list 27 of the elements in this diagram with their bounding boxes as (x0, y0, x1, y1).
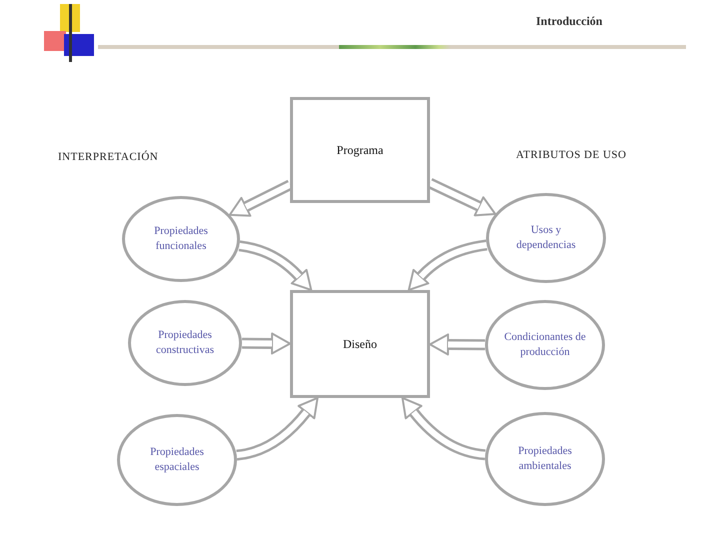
block-arrow (242, 332, 291, 354)
ellipse-node (122, 196, 240, 282)
block-arrow (407, 240, 488, 291)
ellipse-node (128, 300, 242, 386)
node-label: Propiedades funcionales (153, 224, 209, 254)
node-label: Propiedades espaciales (149, 445, 205, 475)
node-label: Propiedades constructivas (154, 328, 216, 358)
node-label: Usos y dependencias (515, 223, 577, 253)
block-arrow (228, 180, 292, 217)
node-label: Propiedades ambientales (517, 444, 573, 474)
section-heading: ATRIBUTOS DE USO (516, 148, 626, 163)
slide-heading: Introducción (536, 13, 602, 30)
block-arrow (236, 397, 319, 461)
ellipse-node (117, 414, 237, 506)
ellipse-node (486, 193, 606, 283)
section-heading: INTERPRETACIÓN (58, 150, 158, 165)
node-label: Condicionantes de producción (503, 330, 587, 360)
process-box (290, 290, 430, 398)
ellipse-node (485, 412, 605, 506)
block-arrow (428, 178, 496, 216)
process-box (290, 97, 430, 203)
node-label: Programa (336, 142, 384, 159)
ellipse-node (485, 300, 605, 390)
node-label: Diseño (343, 336, 377, 353)
block-arrow (238, 240, 313, 291)
block-arrow (401, 397, 486, 460)
block-arrow (429, 334, 486, 356)
